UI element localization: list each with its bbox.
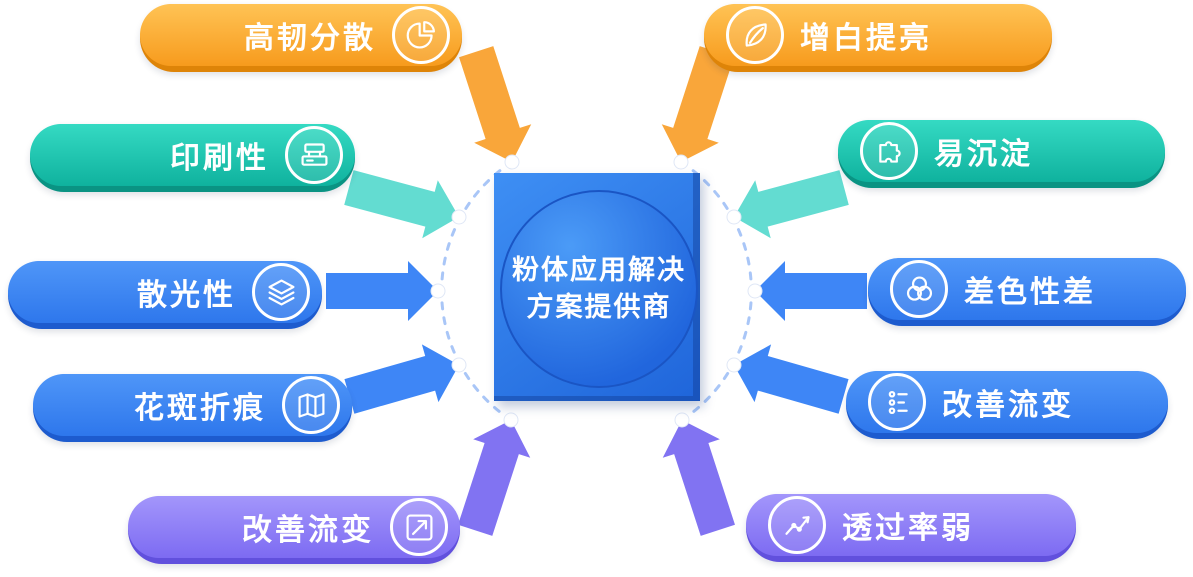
node-label: 散光性 [137, 279, 236, 312]
center-title-line2: 方案提供商 [526, 292, 672, 322]
map-icon [282, 376, 340, 434]
arrow-lower-right [734, 344, 849, 414]
node-gaishan-liubian-right: 改善流变 [846, 371, 1168, 439]
junction-dot [451, 209, 467, 225]
printing-icon [285, 126, 343, 184]
node-label: 易沉淀 [934, 138, 1033, 171]
node-touguolv-ruo: 透过率弱 [746, 494, 1076, 562]
arrow-lower-left [344, 344, 459, 414]
junction-dot [451, 357, 467, 373]
arrow-mid-right [755, 261, 867, 321]
puzzle-icon [860, 122, 918, 180]
node-yichendian: 易沉淀 [838, 120, 1165, 188]
node-gaishan-liubian-left: 改善流变 [128, 496, 460, 564]
node-label: 花斑折痕 [134, 392, 266, 425]
node-label: 增白提亮 [800, 22, 932, 55]
junction-dot [504, 154, 520, 170]
arrow-bottom-right [662, 420, 735, 536]
center-node: 粉体应用解决 方案提供商 [494, 173, 700, 401]
junction-dot [673, 154, 689, 170]
node-label: 高韧分散 [244, 22, 376, 55]
overlap-circles-icon [890, 260, 948, 318]
trend-box-icon [390, 498, 448, 556]
center-circle: 粉体应用解决 方案提供商 [500, 190, 698, 388]
node-label: 改善流变 [242, 514, 374, 547]
junction-dot [674, 412, 690, 428]
node-label: 差色性差 [964, 276, 1096, 309]
arrow-top-right [661, 46, 734, 162]
node-gaoren-fensan: 高韧分散 [140, 4, 462, 72]
node-sanguangxing: 散光性 [8, 261, 322, 329]
junction-dot [747, 283, 763, 299]
arrow-mid-left [326, 261, 438, 321]
node-zengbai-tiliang: 增白提亮 [704, 4, 1052, 72]
node-label: 透过率弱 [842, 512, 974, 545]
center-title-line1: 粉体应用解决 [512, 255, 686, 285]
layers-icon [252, 263, 310, 321]
pie-chart-icon [392, 6, 450, 64]
sliders-icon [868, 373, 926, 431]
junction-dot [726, 209, 742, 225]
arrow-upper-left [344, 170, 459, 239]
leaf-icon [726, 6, 784, 64]
junction-dot [503, 412, 519, 428]
junction-dot [726, 357, 742, 373]
node-label: 印刷性 [170, 142, 269, 175]
arrow-bottom-left [458, 420, 531, 536]
arrow-top-left [459, 46, 532, 162]
node-yinshuaxing: 印刷性 [30, 124, 355, 192]
node-label: 改善流变 [942, 389, 1074, 422]
node-huaban-zhehen: 花斑折痕 [33, 374, 352, 442]
junction-dot [430, 283, 446, 299]
node-chasexing-cha: 差色性差 [868, 258, 1186, 326]
arrow-upper-right [734, 170, 849, 239]
trend-line-icon [768, 496, 826, 554]
